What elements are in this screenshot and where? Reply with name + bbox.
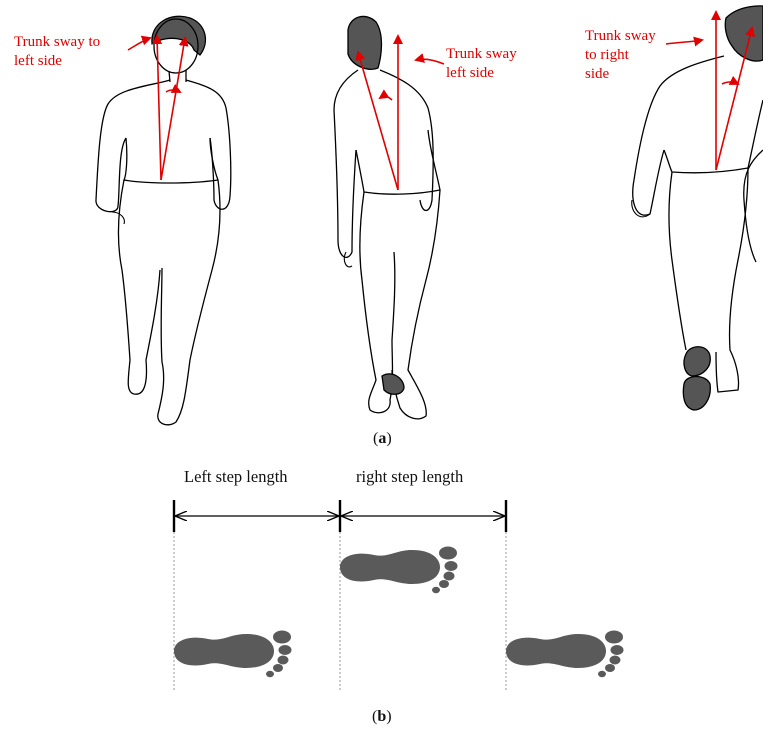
right-step-length-label: right step length xyxy=(356,467,463,487)
annotation-sway-left-back: Trunk sway left side xyxy=(446,45,517,83)
annotation-sway-left-front: Trunk sway to left side xyxy=(14,33,100,71)
head-shading xyxy=(348,16,382,69)
shoe-shading-2 xyxy=(683,377,710,411)
walker-front-view xyxy=(96,16,231,425)
shoe-shading xyxy=(382,374,404,394)
panel-a-label: (a) xyxy=(373,430,392,448)
step-length-diagram xyxy=(174,500,624,690)
footprint-left-2 xyxy=(506,631,624,678)
head-shading xyxy=(725,6,763,61)
footprint-right xyxy=(340,547,458,594)
panel-b-label: (b) xyxy=(372,708,392,726)
footprint-left-1 xyxy=(174,631,292,678)
walker-back-view xyxy=(334,16,440,418)
left-step-length-label: Left step length xyxy=(184,467,288,487)
shoe-shading xyxy=(684,347,710,376)
annotation-sway-right: Trunk sway to right side xyxy=(585,27,656,84)
